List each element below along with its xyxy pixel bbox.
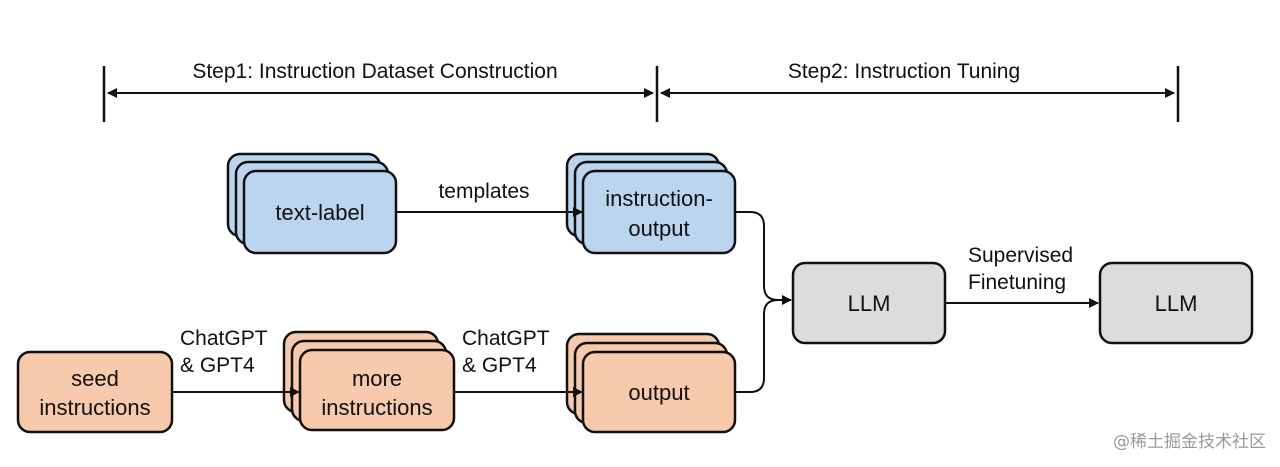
llm-left-group: LLM [791,261,947,345]
seed-instructions-group: seed instructions [16,350,174,434]
more-instructions-text-line2: instructions [321,395,432,420]
more-instructions-stack: more instructions [282,330,456,432]
step-timeline: Step1: Instruction Dataset Construction … [102,60,1180,122]
seed-instructions-node [16,350,174,434]
more-instructions-node [298,348,456,432]
instruction-output-to-llm-connector [736,211,792,305]
llm-left-node [791,261,947,345]
output-stack: output [565,332,737,434]
sft-label-line1: Supervised [968,244,1073,267]
instruction-output-node [581,169,737,255]
edges: templates ChatGPT & GPT4 ChatGPT & GPT4 … [173,180,1099,397]
watermark-text: @稀土掘金技术社区 [1113,432,1266,452]
chatgpt-label-b-line2: & GPT4 [462,354,537,377]
chatgpt-label-a-line1: ChatGPT [180,327,268,350]
text-label-node [242,169,398,255]
output-to-llm-connector [736,299,779,393]
step1-label: Step1: Instruction Dataset Construction [192,60,557,83]
chatgpt-label-a-line2: & GPT4 [180,354,255,377]
llm-right-group: LLM [1098,261,1254,345]
more-instructions-text-line1: more [352,366,402,391]
llm-right-node [1098,261,1254,345]
text-label-text: text-label [275,200,364,225]
sft-label-line2: Finetuning [968,271,1066,294]
llm-right-text: LLM [1155,291,1198,316]
chatgpt-label-b-line1: ChatGPT [462,327,550,350]
instruction-output-text-line1: instruction- [605,186,713,211]
seed-instructions-text-line1: seed [71,366,119,391]
output-text: output [628,380,689,405]
seed-instructions-text-line2: instructions [39,395,150,420]
llm-left-text: LLM [848,291,891,316]
instruction-output-text-line2: output [628,216,689,241]
templates-label: templates [438,180,529,203]
step2-label: Step2: Instruction Tuning [788,60,1020,83]
instruction-output-stack: instruction- output [565,152,737,255]
text-label-stack: text-label [226,152,398,255]
output-node [581,350,737,434]
